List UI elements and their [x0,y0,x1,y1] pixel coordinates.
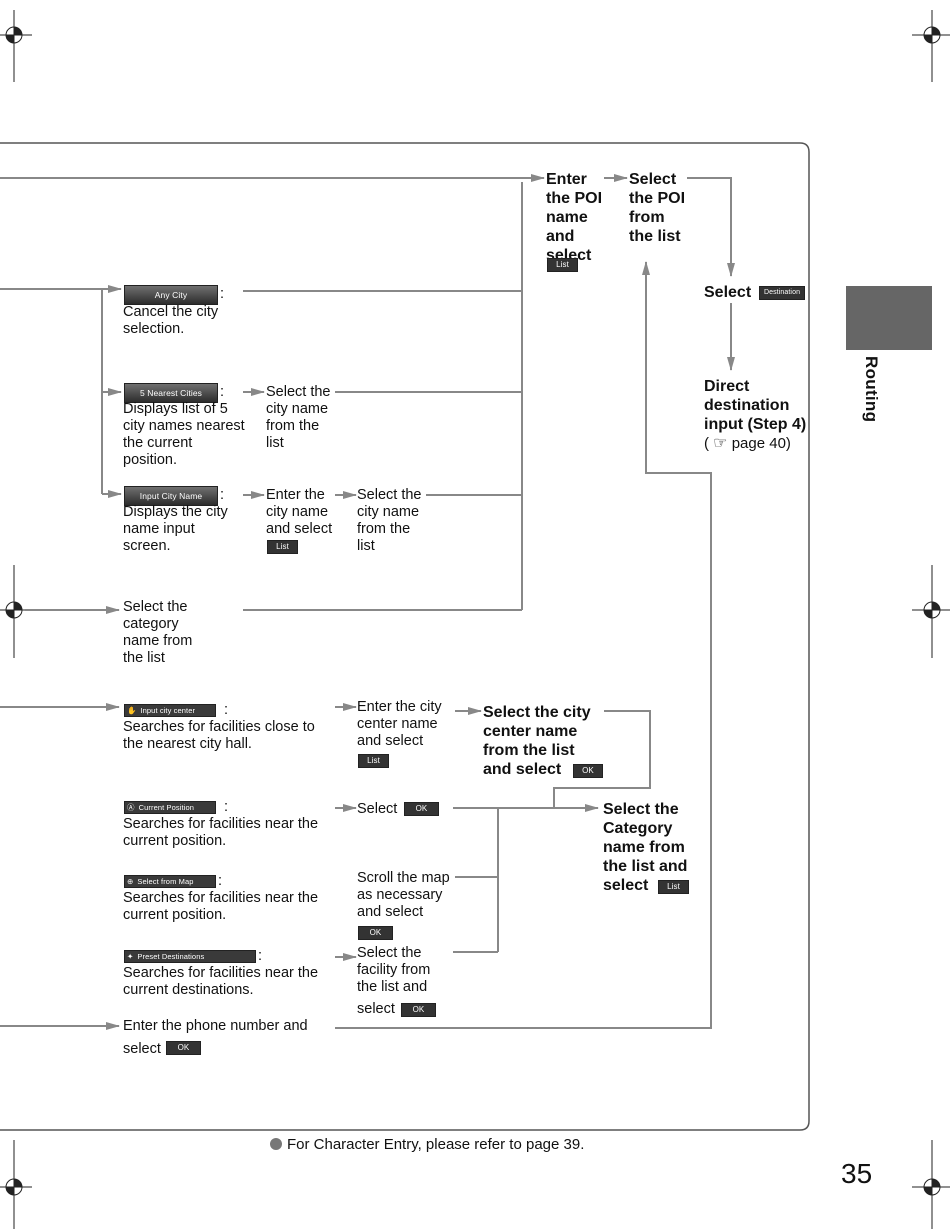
current-position-label: Current Position [138,803,194,812]
nearest-select-city: Select the city name from the list [266,384,331,451]
enter-city-name: Enter the city name and select [266,487,333,537]
any-city-desc: Cancel the city selection. [123,304,219,337]
page-number: 35 [841,1158,873,1189]
colon-7: : [258,948,263,964]
current-position-ok-button[interactable]: OK [404,802,439,816]
enter-city-center: Enter the city center name and select [357,699,442,749]
current-position-desc: Searches for facilities near the current… [123,816,319,849]
preset-destinations-button[interactable]: ✦Preset Destinations [124,950,256,963]
section-tab [846,286,932,350]
select-destination-label: Select [704,284,752,301]
crosshair-icon: ⊕ [127,877,134,886]
page-reference-label: page 40 [731,435,786,452]
footnote-text: For Character Entry, please refer to pag… [287,1136,585,1153]
city-center-list-button[interactable]: List [358,754,389,768]
colon-2: : [220,384,225,400]
select-city-name: Select the city name from the list [357,487,422,554]
map-ok-button[interactable]: OK [358,926,393,940]
select-category-name: Select the Category name from the list a… [603,801,688,894]
preset-destinations-label: Preset Destinations [137,952,205,961]
poi-list-button[interactable]: List [547,258,578,272]
select-from-map-button[interactable]: ⊕Select from Map [124,875,216,888]
hand-icon: ✋ [127,706,137,715]
input-city-center-desc: Searches for facilities close to the nea… [123,719,315,752]
nearest-cities-desc: Displays list of 5 city names nearest th… [123,401,245,468]
select-from-map-label: Select from Map [137,877,194,886]
input-city-center-button[interactable]: ✋Input city center [124,704,216,717]
select-destination-step: Select [704,283,751,302]
city-center-ok-button[interactable]: OK [573,764,603,778]
select-city-center: Select the city center name from the lis… [483,704,591,778]
enter-poi-name: Enter the POI name and select [546,171,603,264]
enter-phone-text: Enter the phone number and [123,1018,308,1034]
input-city-center-label: Input city center [140,706,196,715]
colon-4: : [224,702,229,718]
colon-5: : [224,799,229,815]
colon-3: : [220,487,225,503]
colon-1: : [220,286,225,302]
phone-ok-button[interactable]: OK [166,1041,201,1055]
select-from-map-desc: Searches for facilities near the current… [123,890,319,923]
direct-destination-text: Direct destination input (Step 4) [704,378,807,433]
pointing-hand-icon: ☞ [713,435,728,452]
scroll-map-text: Scroll the map as necessary and select [357,870,450,920]
preset-destinations-desc: Searches for facilities near the current… [123,965,319,998]
select-current-text: Select [357,801,398,817]
facility-ok-button[interactable]: OK [401,1003,436,1017]
position-icon: Ⓐ [127,803,135,812]
colon-6: : [218,873,223,889]
page-reference: ( ☞ page 40) [704,435,791,452]
city-list-button[interactable]: List [267,540,298,554]
select-facility-word: select [357,1001,395,1017]
category-list-button[interactable]: List [658,880,689,894]
nearest-cities-button[interactable]: 5 Nearest Cities [124,383,218,403]
footnote: For Character Entry, please refer to pag… [270,1136,584,1153]
select-poi-text: Select the POI from the list [629,171,686,245]
input-city-desc: Displays the city name input screen. [123,504,228,554]
input-city-name-button[interactable]: Input City Name [124,486,218,506]
bullet-icon [270,1138,282,1150]
select-category-text: Select the category name from the list [123,599,193,666]
phone-select-word: select [123,1041,161,1057]
any-city-button[interactable]: Any City [124,285,218,305]
destination-button[interactable]: Destination [759,286,805,300]
section-label: Routing [862,356,881,423]
select-facility-text: Select the facility from the list and [357,945,431,995]
preset-icon: ✦ [127,952,134,961]
